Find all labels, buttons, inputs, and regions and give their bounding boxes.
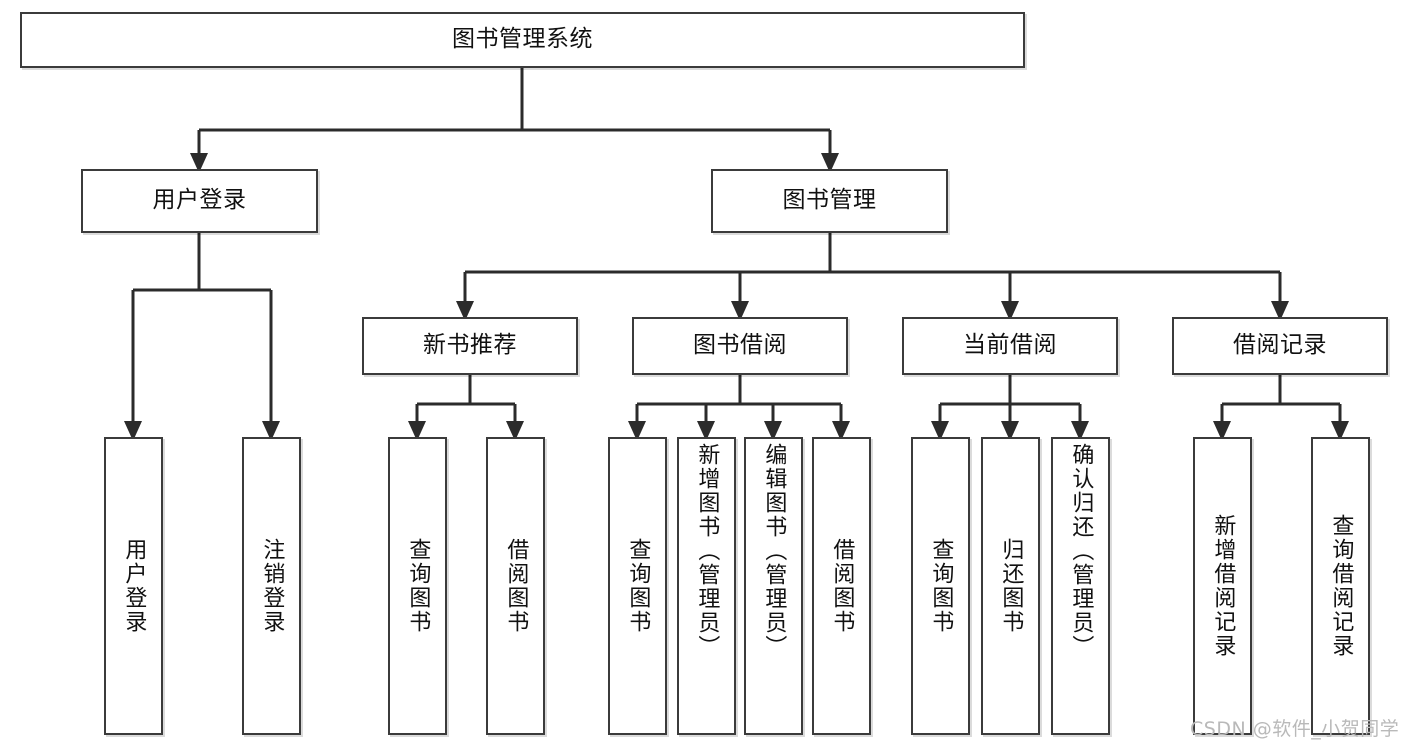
node-label: 图书管理系统 [452,26,593,53]
csdn-watermark: CSDN @软件_小贺同学 [1190,718,1400,740]
leaf-add-borrow-record[interactable]: 新增借阅记录 [1193,437,1252,735]
leaf-query-books-newbook[interactable]: 查询图书 [388,437,447,735]
leaf-borrow-books-newbook[interactable]: 借阅图书 [486,437,545,735]
leaf-query-books-current[interactable]: 查询图书 [911,437,970,735]
node-label: 借阅记录 [1233,332,1327,359]
leaf-logout[interactable]: 注销登录 [242,437,301,735]
node-label: 当前借阅 [963,332,1057,359]
node-label: 新增图书（管理员） [694,443,720,659]
node-label: 用户登录 [152,187,247,214]
leaf-confirm-return-admin[interactable]: 确认归还（管理员） [1051,437,1110,735]
leaf-query-borrow-record[interactable]: 查询借阅记录 [1311,437,1370,735]
node-root-book-management-system[interactable]: 图书管理系统 [20,12,1025,68]
node-borrowing-records[interactable]: 借阅记录 [1172,317,1388,375]
node-label: 归还图书 [998,538,1024,634]
leaf-user-login[interactable]: 用户登录 [104,437,163,735]
node-label: 查询图书 [625,538,651,634]
node-label: 借阅图书 [503,538,529,634]
leaf-return-books[interactable]: 归还图书 [981,437,1040,735]
node-label: 查询借阅记录 [1328,514,1354,658]
node-current-borrowing[interactable]: 当前借阅 [902,317,1118,375]
node-label: 查询图书 [405,538,431,634]
node-label: 图书管理 [782,187,877,214]
leaf-add-book-admin[interactable]: 新增图书（管理员） [677,437,736,735]
leaf-edit-book-admin[interactable]: 编辑图书（管理员） [744,437,803,735]
node-label: 图书借阅 [693,332,787,359]
node-label: 用户登录 [121,538,147,634]
leaf-query-books-borrow[interactable]: 查询图书 [608,437,667,735]
node-label: 确认归还（管理员） [1068,443,1094,659]
node-label: 注销登录 [259,538,285,634]
node-label: 借阅图书 [829,538,855,634]
node-label: 新增借阅记录 [1210,514,1236,658]
node-user-login[interactable]: 用户登录 [81,169,318,233]
node-label: 查询图书 [928,538,954,634]
node-book-borrowing[interactable]: 图书借阅 [632,317,848,375]
node-new-book-recommendation[interactable]: 新书推荐 [362,317,578,375]
node-label: 新书推荐 [423,332,517,359]
node-label: 编辑图书（管理员） [761,443,787,659]
leaf-borrow-books[interactable]: 借阅图书 [812,437,871,735]
node-book-management[interactable]: 图书管理 [711,169,948,233]
